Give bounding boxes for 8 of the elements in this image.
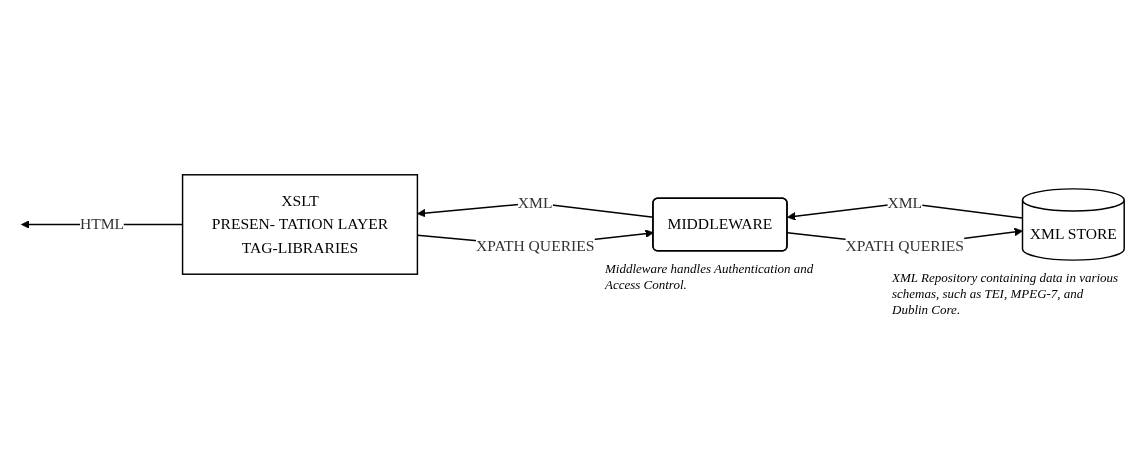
edge-label: HTML xyxy=(79,215,125,233)
node-box: XSLT PRESEN- TATION LAYER TAG-LIBRARIES xyxy=(181,174,419,275)
edge-label: XPATH QUERIES xyxy=(845,237,965,254)
node-caption: Middleware handles Authentication and Access Control. xyxy=(604,260,815,293)
edge-label: XPATH QUERIES xyxy=(475,237,595,254)
edge-label: XML xyxy=(887,194,923,211)
node-caption: XML Repository containing data in various schemas, such as TEI, MPEG-7, and Dublin Core. xyxy=(892,270,1120,319)
edge-label: XML xyxy=(517,194,553,211)
